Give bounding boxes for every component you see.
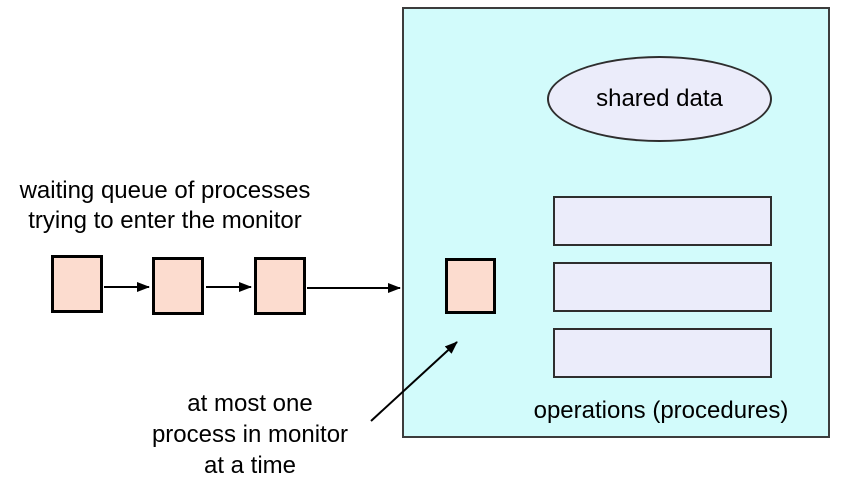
operation-rect [553,328,772,378]
process-box [152,257,204,315]
at-most-one-label: at most one process in monitor at a time [120,388,380,481]
at-most-one-label-line1: at most one [187,390,313,417]
at-most-one-label-line3: at a time [203,452,297,479]
shared-data-label: shared data [596,85,723,112]
waiting-queue-label-line2: trying to enter the monitor [28,207,302,234]
waiting-queue-label: waiting queue of processes trying to ent… [5,176,325,236]
waiting-queue-label-line1: waiting queue of processes [19,177,311,204]
process-box-in-monitor [445,258,496,314]
process-box [51,255,103,313]
operations-label: operations (procedures) [533,397,789,424]
operation-rect [553,262,772,312]
shared-data-ellipse: shared data [547,56,772,142]
operation-rect [553,196,772,246]
at-most-one-label-line2: process in monitor [151,421,349,448]
process-box [254,257,306,315]
